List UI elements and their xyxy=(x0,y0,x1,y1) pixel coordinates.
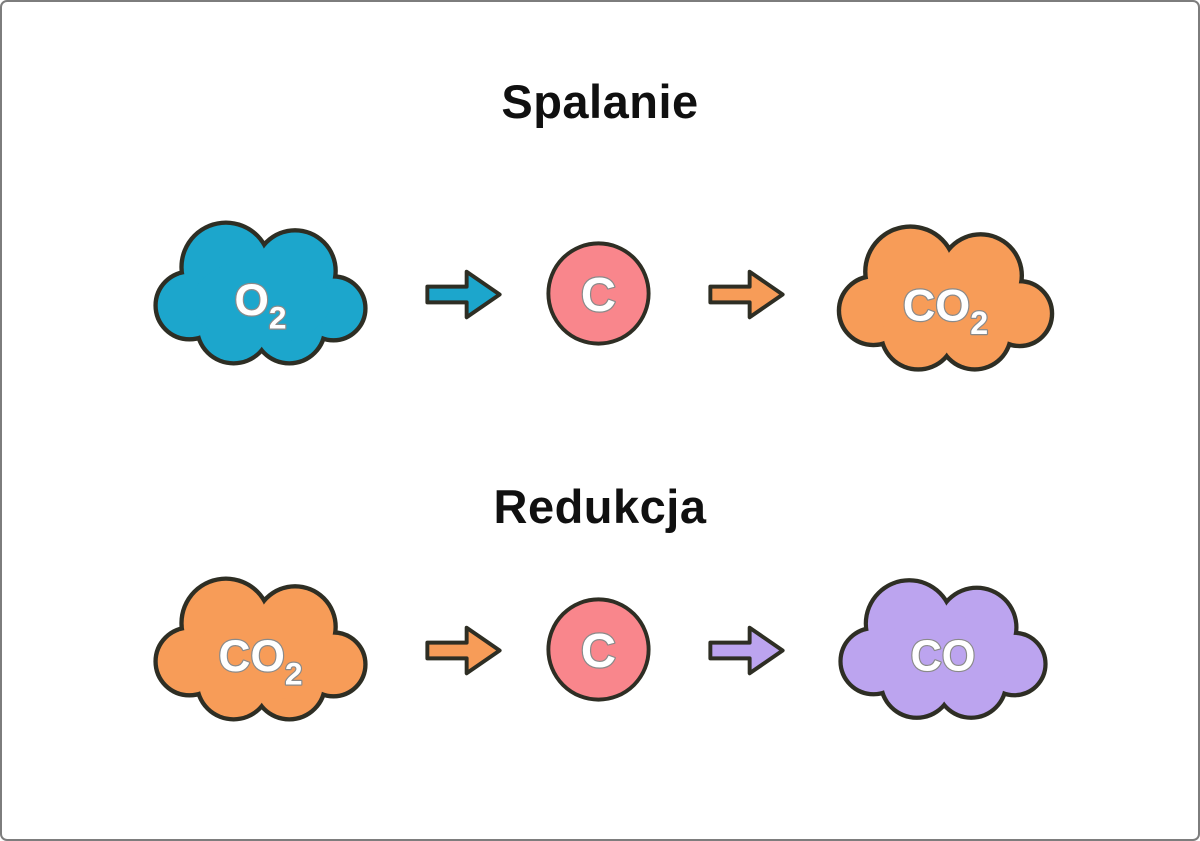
carbon-label: C xyxy=(581,268,616,322)
co-cloud: CO xyxy=(830,573,1056,725)
o2-label: O2 xyxy=(235,276,287,335)
carbon-circle: C xyxy=(546,597,651,702)
carbon-label: C xyxy=(581,624,616,678)
o2-cloud: O2 xyxy=(151,215,370,371)
carbon-circle: C xyxy=(546,241,651,346)
orange-arrow-right-icon xyxy=(425,625,502,676)
purple-arrow-right-icon xyxy=(708,625,785,676)
co2-label: CO2 xyxy=(903,279,988,341)
section-title-redukcja: Redukcja xyxy=(493,480,707,533)
co2-cloud-reactant: CO2 xyxy=(151,571,370,727)
co2-label: CO2 xyxy=(219,632,303,691)
teal-arrow-right-icon xyxy=(425,269,502,320)
co-label: CO xyxy=(911,633,976,681)
co2-cloud: CO2 xyxy=(833,219,1058,377)
orange-arrow-right-icon xyxy=(708,269,785,320)
section-title-spalanie: Spalanie xyxy=(501,75,699,128)
